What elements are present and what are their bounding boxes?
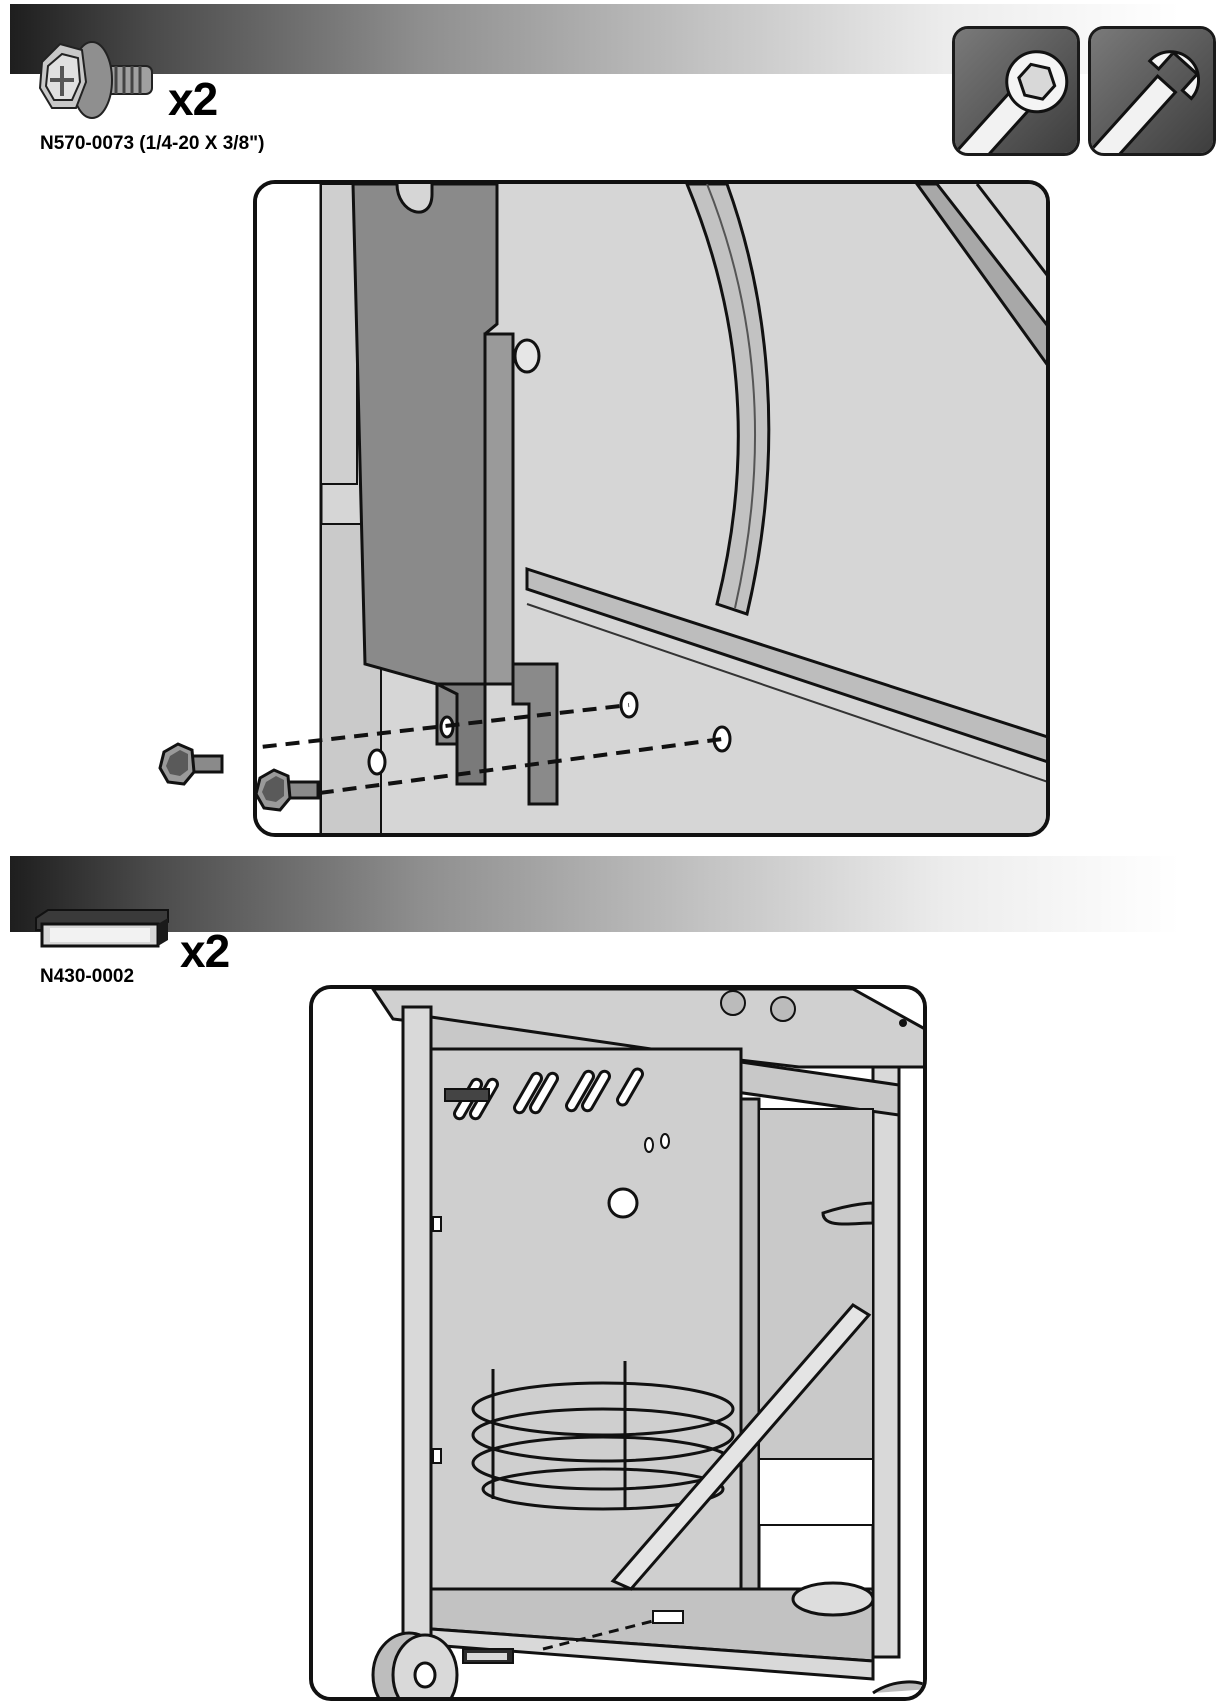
step-2-part-number: N430-0002 <box>40 966 135 987</box>
step-2-header-banner <box>10 856 1180 932</box>
hex-bolt-icon <box>38 41 153 119</box>
hex-socket-wrench-icon <box>952 26 1080 156</box>
tank-retainer-clip-icon <box>35 909 169 948</box>
step-2-assembly-illustration <box>309 985 927 1701</box>
open-end-wrench-icon <box>1088 26 1216 156</box>
step-1-quantity: x2 <box>168 73 218 125</box>
hex-bolt-icon <box>158 742 224 786</box>
step-2-quantity: x2 <box>180 925 230 977</box>
step-1-part-number: N570-0073 (1/4-20 X 3/8") <box>40 133 265 154</box>
step-1-assembly-illustration <box>253 180 1050 837</box>
hex-bolt-icon <box>254 768 320 812</box>
